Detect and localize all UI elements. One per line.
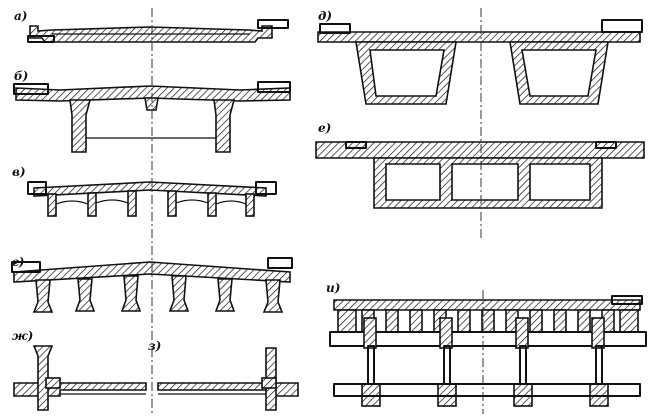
section-b: б) bbox=[13, 69, 291, 153]
label-zh: ж) bbox=[12, 329, 33, 343]
section-a-curb-left bbox=[27, 35, 55, 43]
section-z: з) bbox=[148, 339, 299, 411]
section-v-ribs bbox=[47, 190, 255, 217]
section-i-footing-beam bbox=[333, 383, 641, 397]
section-d-curb-left bbox=[319, 23, 351, 34]
section-i: и) bbox=[326, 281, 647, 407]
label-d: д) bbox=[318, 9, 332, 23]
centerlines bbox=[151, 8, 484, 414]
section-zh: ж) bbox=[12, 329, 147, 411]
section-d-box-right bbox=[509, 41, 609, 105]
section-d-box-left bbox=[355, 41, 457, 105]
section-e-curb-right bbox=[595, 141, 617, 149]
section-b-rib-left bbox=[69, 99, 92, 153]
section-i-curb-right bbox=[611, 295, 643, 305]
section-g-curb-left bbox=[11, 261, 41, 273]
label-z: з) bbox=[148, 339, 161, 353]
section-a-curb-right bbox=[257, 19, 289, 29]
label-b: б) bbox=[14, 69, 28, 83]
label-i: и) bbox=[326, 281, 340, 295]
section-e-deck bbox=[315, 141, 645, 159]
section-a: а) bbox=[14, 9, 289, 43]
section-e: е) bbox=[315, 121, 645, 209]
section-d-deck bbox=[317, 31, 641, 43]
section-v-arches bbox=[55, 199, 247, 205]
section-i-deck bbox=[333, 299, 641, 311]
section-b-curb-left bbox=[13, 83, 49, 95]
label-e: е) bbox=[318, 121, 331, 135]
section-b-curb-right bbox=[257, 81, 291, 93]
section-e-curb-left bbox=[345, 141, 367, 149]
section-d: д) bbox=[317, 9, 643, 105]
section-v-curb-left bbox=[27, 181, 47, 195]
label-a: а) bbox=[14, 9, 27, 23]
section-v: в) bbox=[12, 165, 277, 217]
section-z-beam bbox=[261, 377, 277, 389]
section-e-box bbox=[373, 157, 603, 209]
label-v: в) bbox=[12, 165, 26, 179]
section-v-deck bbox=[33, 181, 267, 197]
section-b-deck bbox=[15, 85, 291, 102]
section-g-curb-right bbox=[267, 257, 293, 269]
section-zh-curb bbox=[32, 345, 54, 411]
section-v-curb-right bbox=[255, 181, 277, 195]
section-zh-beam bbox=[45, 377, 61, 389]
section-d-curb-right bbox=[601, 19, 643, 33]
section-g-ribs bbox=[32, 275, 284, 313]
section-i-crossbeam bbox=[329, 331, 647, 347]
section-b-rib-right bbox=[213, 99, 236, 153]
section-b-rib-center bbox=[144, 97, 159, 111]
